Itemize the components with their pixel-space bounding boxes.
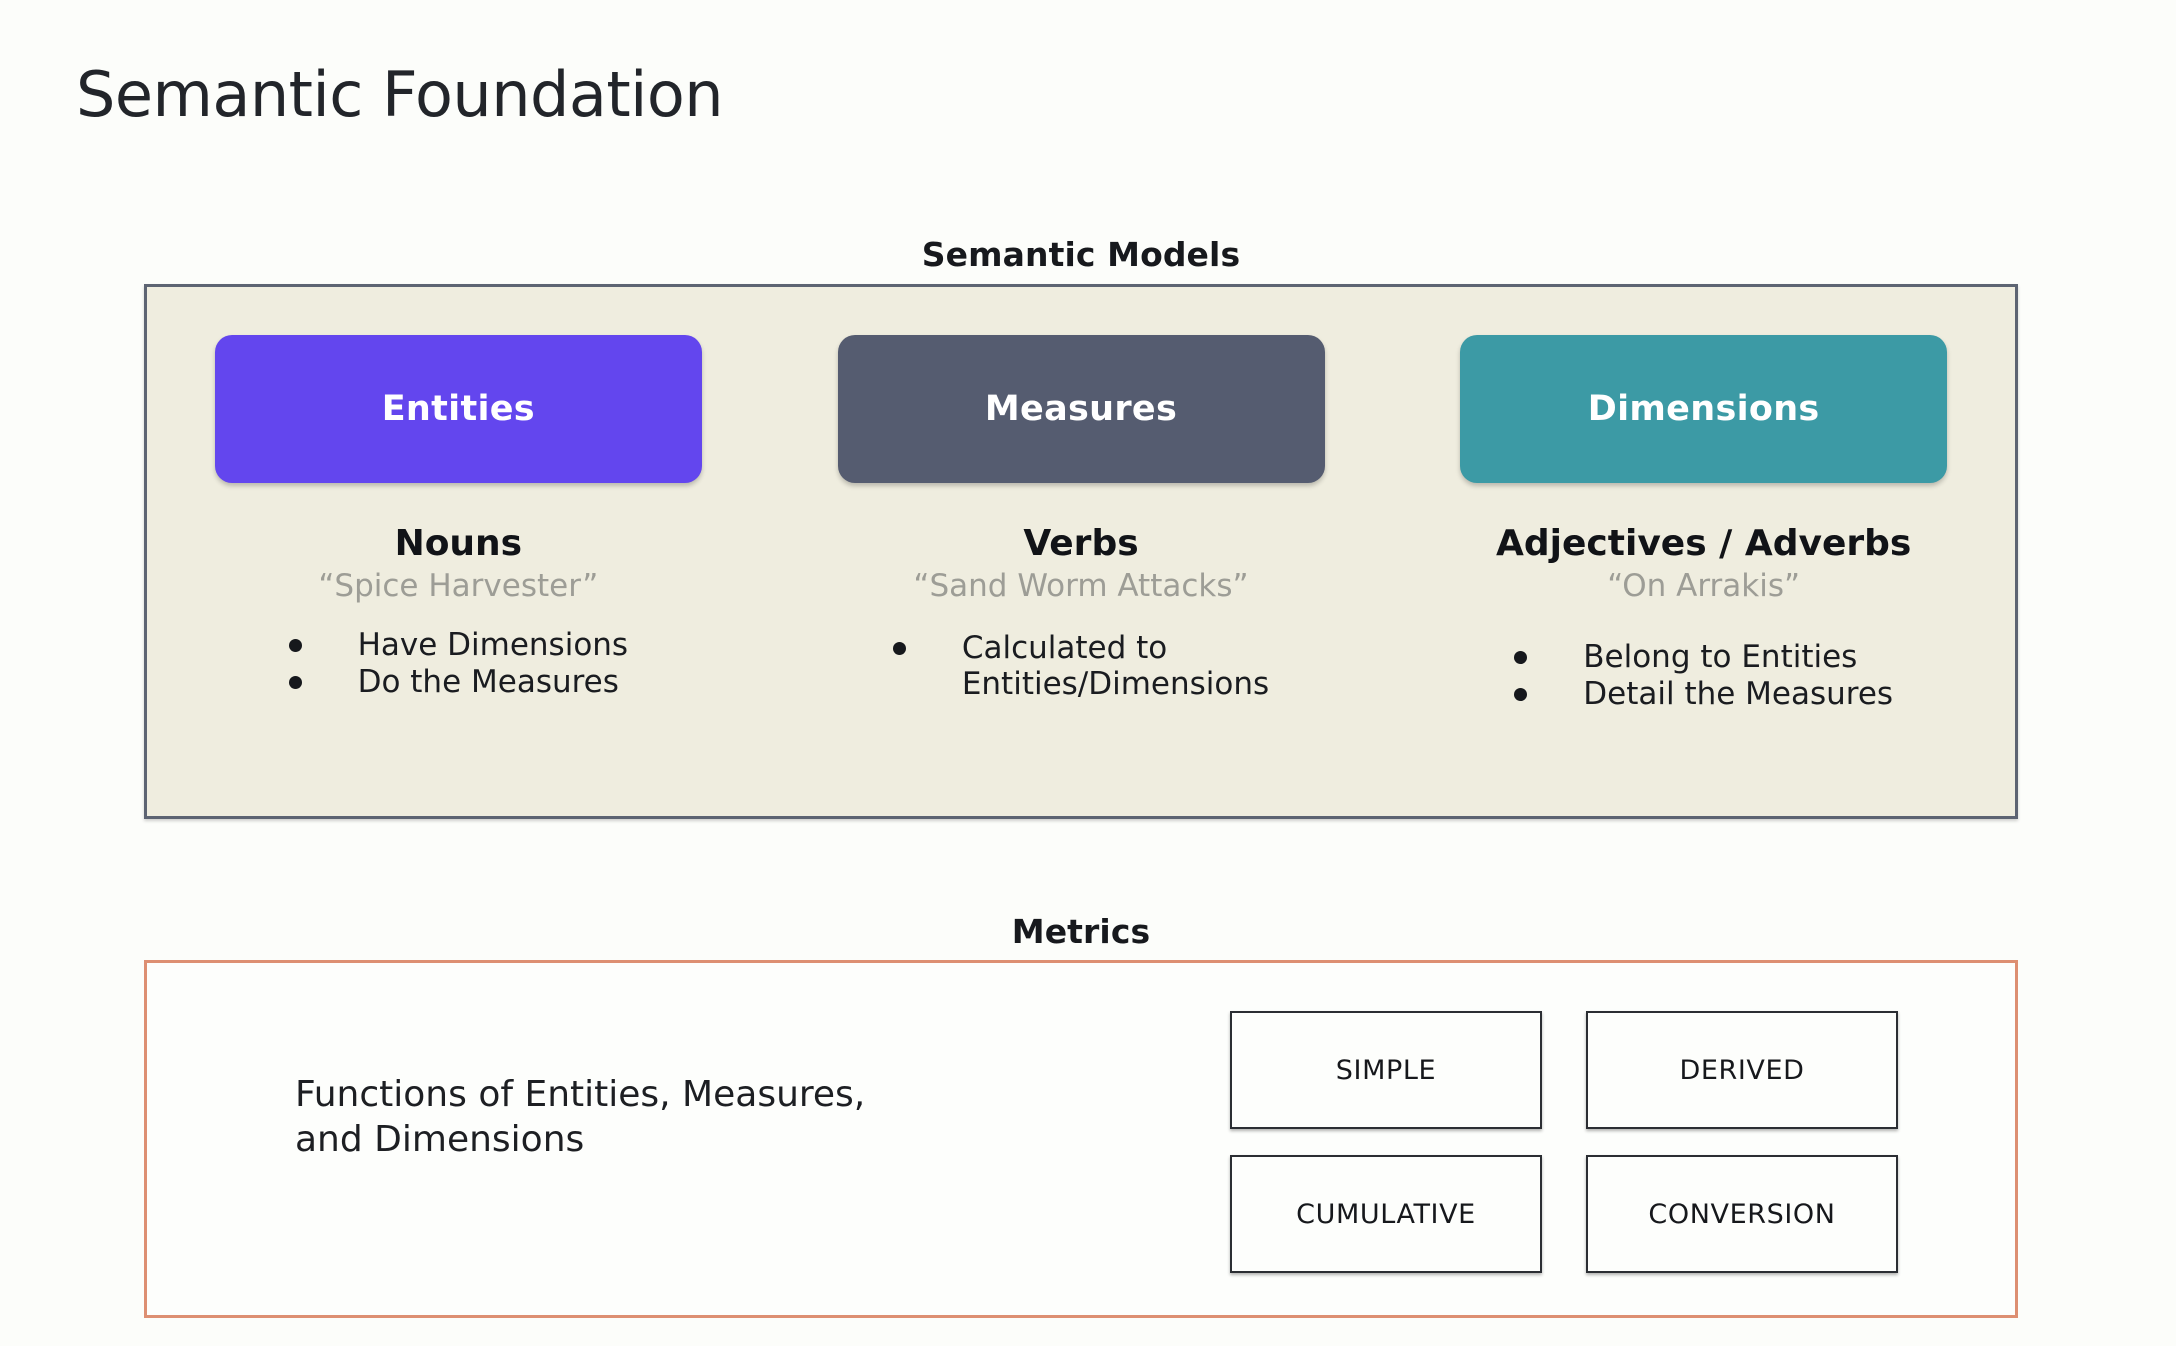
list-item: Detail the Measures	[1514, 676, 1893, 712]
metric-type-simple[interactable]: SIMPLE	[1230, 1011, 1542, 1129]
part-of-speech-nouns: Nouns	[394, 523, 523, 564]
semantic-column-dimensions: Dimensions Adjectives / Adverbs “On Arra…	[1392, 287, 2015, 816]
bullet-label: Belong to Entities	[1583, 638, 1858, 675]
semantic-models-columns: Entities Nouns “Spice Harvester” Have Di…	[147, 287, 2015, 816]
bullet-dot-icon	[1514, 650, 1528, 664]
bullet-list-measures: Calculated to Entities/Dimensions	[892, 629, 1270, 704]
chip-dimensions[interactable]: Dimensions	[1460, 335, 1948, 483]
bullet-label: Do the Measures	[357, 664, 619, 701]
page-title: Semantic Foundation	[76, 58, 724, 131]
list-item: Belong to Entities	[1514, 639, 1893, 675]
bullet-label: Detail the Measures	[1583, 676, 1894, 713]
bullet-dot-icon	[288, 676, 302, 690]
bullet-dot-icon	[1514, 688, 1528, 702]
bullet-dot-icon	[892, 641, 906, 655]
bullet-label: Have Dimensions	[357, 626, 629, 663]
bullet-list-dimensions: Belong to Entities Detail the Measures	[1514, 639, 1893, 714]
semantic-column-entities: Entities Nouns “Spice Harvester” Have Di…	[147, 287, 770, 816]
part-of-speech-adjectives-adverbs: Adjectives / Adverbs	[1496, 523, 1912, 564]
bullet-dot-icon	[288, 638, 302, 652]
chip-entities[interactable]: Entities	[214, 335, 702, 483]
list-item: Do the Measures	[288, 664, 629, 701]
metric-type-conversion[interactable]: CONVERSION	[1586, 1155, 1898, 1273]
part-of-speech-verbs: Verbs	[1023, 523, 1139, 564]
bullet-list-entities: Have Dimensions Do the Measures	[288, 626, 629, 702]
metrics-description: Functions of Entities, Measures, and Dim…	[295, 1074, 866, 1160]
semantic-models-header: Semantic Models	[921, 235, 1241, 274]
example-quote-entities: “Spice Harvester”	[318, 567, 599, 604]
metrics-panel: Functions of Entities, Measures, and Dim…	[144, 960, 2018, 1318]
semantic-models-panel: Entities Nouns “Spice Harvester” Have Di…	[144, 284, 2018, 819]
example-quote-dimensions: “On Arrakis”	[1607, 567, 1801, 604]
metric-type-derived[interactable]: DERIVED	[1586, 1011, 1898, 1129]
example-quote-measures: “Sand Worm Attacks”	[913, 567, 1249, 604]
metrics-header: Metrics	[1011, 912, 1151, 951]
list-item: Calculated to Entities/Dimensions	[892, 629, 1270, 703]
chip-measures[interactable]: Measures	[837, 335, 1325, 483]
bullet-label: Calculated to Entities/Dimensions	[961, 629, 1270, 703]
metric-type-grid: SIMPLE DERIVED CUMULATIVE CONVERSION	[1230, 1011, 1898, 1273]
semantic-column-measures: Measures Verbs “Sand Worm Attacks” Calcu…	[770, 287, 1393, 816]
list-item: Have Dimensions	[288, 626, 629, 663]
metric-type-cumulative[interactable]: CUMULATIVE	[1230, 1155, 1542, 1273]
